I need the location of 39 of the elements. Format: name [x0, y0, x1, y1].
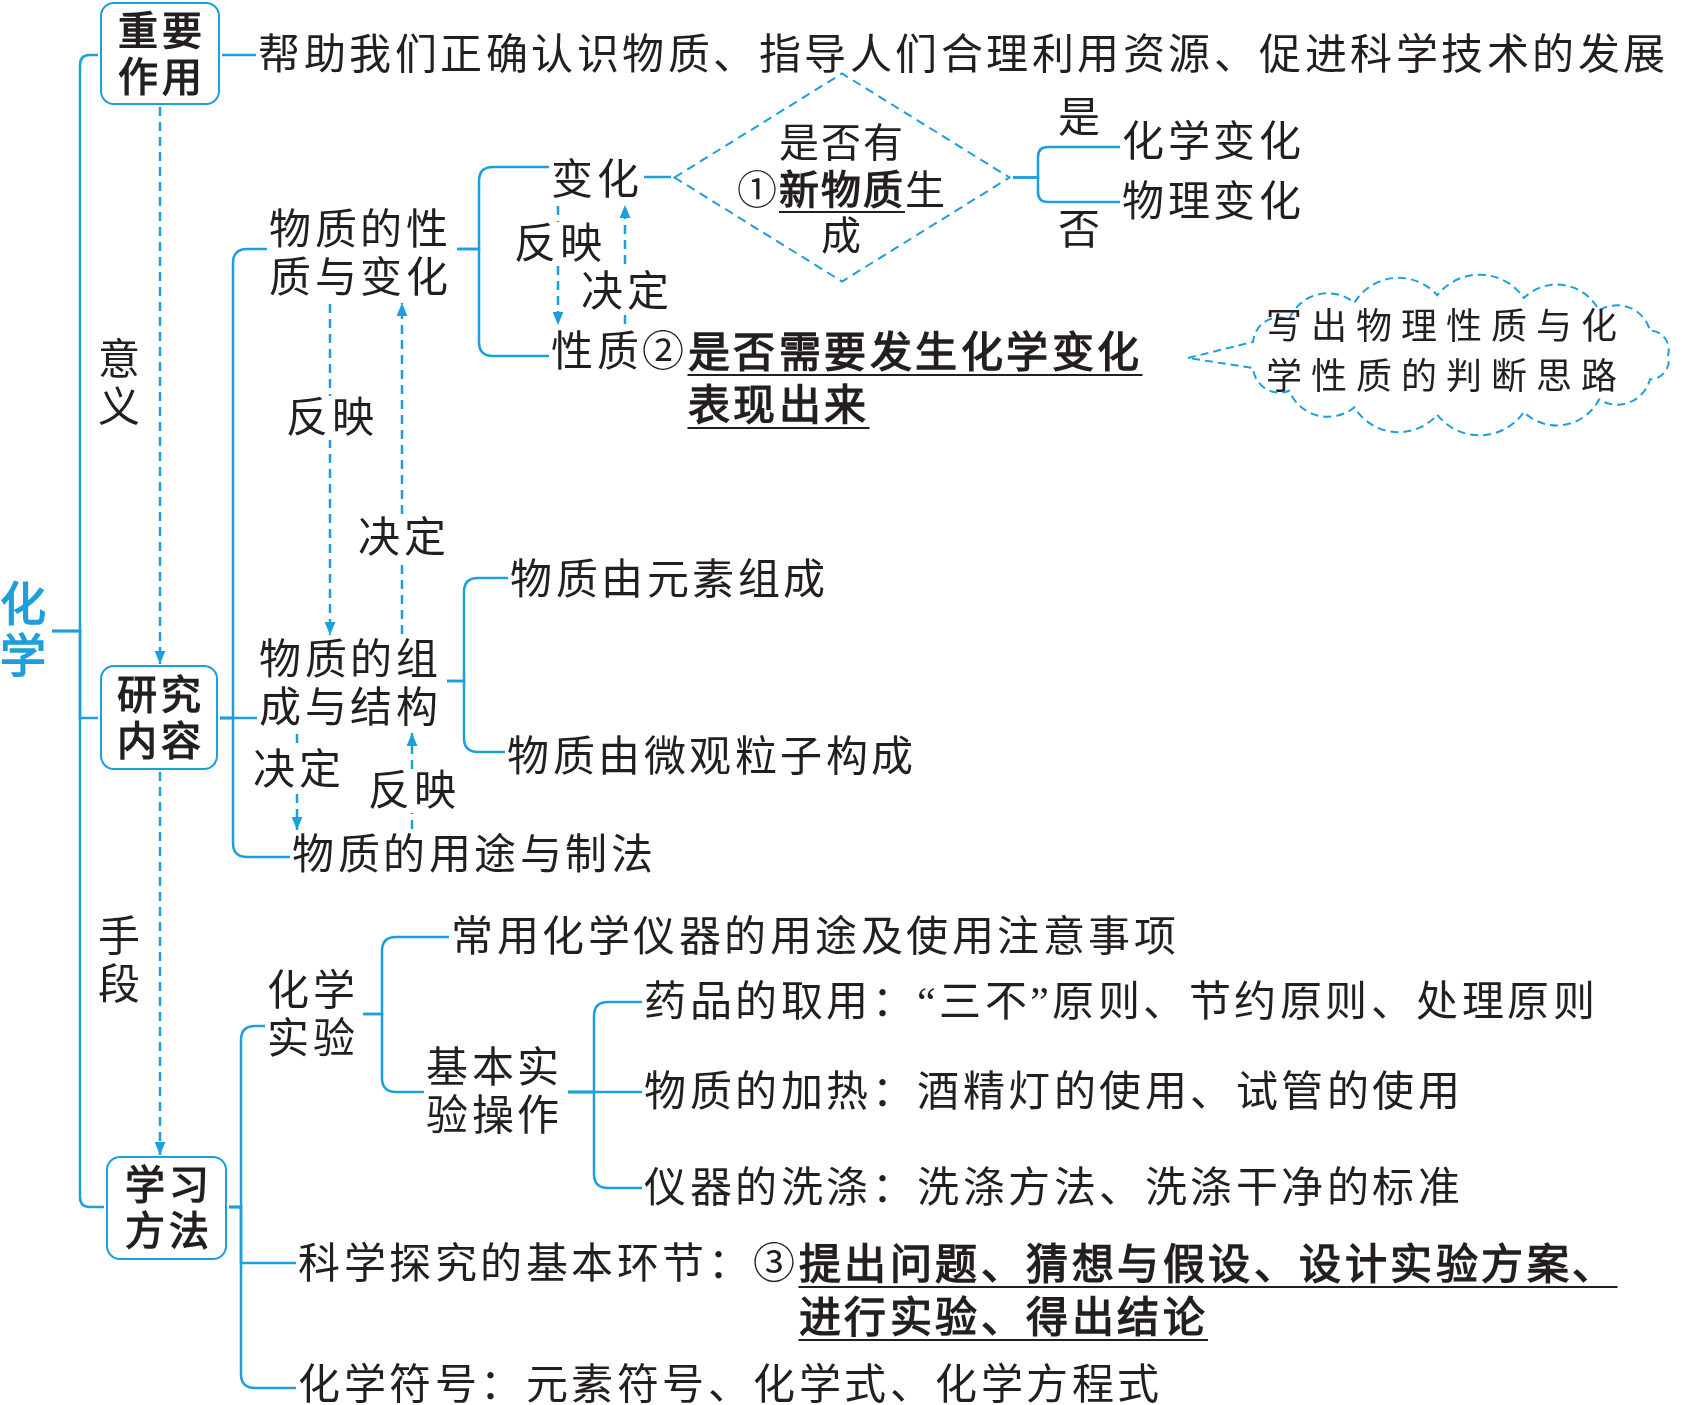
branch-label: 基本实验操作	[426, 1044, 566, 1140]
connector-line	[222, 53, 256, 57]
dashed-arrow	[154, 772, 166, 1155]
category-box: 重要作用	[100, 2, 220, 105]
category-box: 学习方法	[106, 1156, 227, 1260]
edge-label: 否	[1058, 208, 1104, 252]
connector-line	[1013, 176, 1120, 204]
edge-label: 意义	[98, 336, 144, 432]
branch-label: 物质由微观粒子构成	[507, 733, 917, 781]
connector-line	[447, 679, 505, 754]
connector-line	[229, 1205, 296, 1390]
connector-line	[363, 1012, 424, 1094]
branch-label: 物质的加热：酒精灯的使用、试管的使用	[644, 1068, 1463, 1116]
dashed-arrow	[154, 107, 166, 664]
edge-label: 手段	[98, 913, 144, 1009]
branch-label: 物理变化	[1122, 178, 1304, 226]
decision-diamond: 是否有①新物质生成	[673, 72, 1011, 283]
connector-line	[644, 175, 671, 179]
connector-line	[220, 716, 290, 859]
branch-label: 化学实验	[267, 967, 361, 1063]
connector-line	[568, 1090, 642, 1190]
dashed-arrow	[324, 304, 336, 635]
branch-label: 物质由元素组成	[510, 556, 829, 604]
branch-label: 化学变化	[1122, 118, 1304, 166]
branch-label: 常用化学仪器的用途及使用注意事项	[451, 913, 1179, 961]
branch-label: 药品的取用：“三不”原则、节约原则、处理原则	[644, 978, 1599, 1026]
category-box: 研究内容	[100, 665, 218, 770]
branch-label: 化学符号：元素符号、化学式、化学方程式	[298, 1361, 1163, 1405]
connector-line	[457, 247, 549, 358]
branch-label: 变化	[551, 156, 642, 204]
dashed-arrow	[396, 303, 408, 634]
branch-label: 物质的性质与变化	[269, 206, 455, 302]
central-topic: 化学	[0, 578, 50, 682]
branch-label: 物质的组成与结构	[259, 636, 445, 732]
edge-label: 是	[1058, 96, 1104, 140]
branch-label: 科学探究的基本环节：③提出问题、猜想与假设、设计实验方案、进行实验、得出结论	[298, 1238, 1629, 1344]
branch-label: 仪器的洗涤：洗涤方法、洗涤干净的标准	[644, 1164, 1463, 1212]
branch-label: 物质的用途与制法	[292, 831, 656, 879]
branch-label: 性质②是否需要发生化学变化表现出来	[551, 326, 1158, 432]
